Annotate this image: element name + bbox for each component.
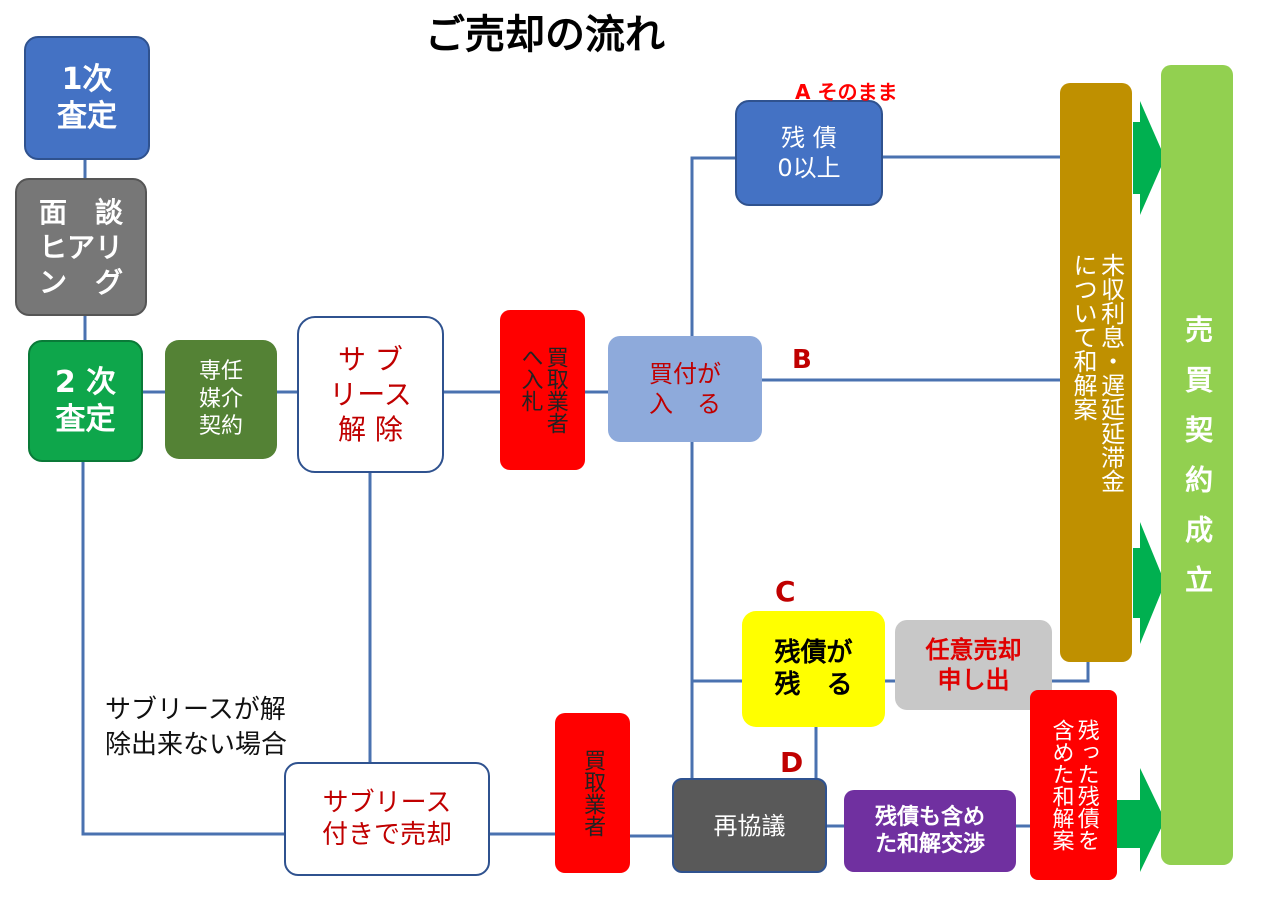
remaining-debt-settlement-label: 残った残債を 含めた和解案 — [1048, 719, 1099, 851]
first-assessment-step: 1次 査定 — [24, 36, 150, 160]
voluntary-sale-step: 任意売却 申し出 — [895, 620, 1052, 710]
renegotiation-step: 再協議 — [672, 778, 827, 873]
exclusive-contract-step: 専任 媒介 契約 — [165, 340, 277, 459]
branch-label-b: B — [792, 345, 812, 375]
arrow-top — [1133, 101, 1165, 215]
sublease-note: サブリースが解 除出来ない場合 — [105, 695, 288, 761]
interest-settlement-label: 未収利息・遅延延滞金 について和解案 — [1069, 252, 1125, 493]
offer-arrives-step: 買付が 入 る — [608, 336, 762, 442]
branch-label-a: A そのまま — [795, 80, 898, 104]
buyer-bid-label: 買取業者 へ入札 — [517, 346, 568, 434]
arrow-middle — [1133, 522, 1165, 644]
arrow-bottom — [1117, 768, 1165, 872]
debt-negotiation-step: 残債も含め た和解交渉 — [844, 790, 1016, 872]
branch-label-d: D — [780, 746, 804, 779]
interest-settlement-step: 未収利息・遅延延滞金 について和解案 — [1060, 83, 1132, 662]
interview-step: 面 談 ヒアリ ン グ — [15, 178, 147, 316]
branch-label-c: C — [775, 575, 796, 608]
debt-remains-step: 残債が 残 る — [742, 611, 885, 727]
buyer-bid-step: 買取業者 へ入札 — [500, 310, 585, 470]
sale-contract-step: 売買契約成立 — [1161, 65, 1233, 865]
sale-contract-label: 売買契約成立 — [1181, 315, 1215, 615]
remaining-debt-settlement-step: 残った残債を 含めた和解案 — [1030, 690, 1117, 880]
sublease-release-step: サ ブ リース 解 除 — [297, 316, 444, 473]
buyer-step: 買取業者 — [555, 713, 630, 873]
sell-with-sublease-step: サブリース 付きで売却 — [284, 762, 490, 876]
second-assessment-step: 2 次 査定 — [28, 340, 143, 462]
diagram-title: ご売却の流れ — [425, 12, 665, 58]
debt-zero-step: 残 債 0以上 — [735, 100, 883, 206]
buyer-label: 買取業者 — [580, 749, 606, 837]
